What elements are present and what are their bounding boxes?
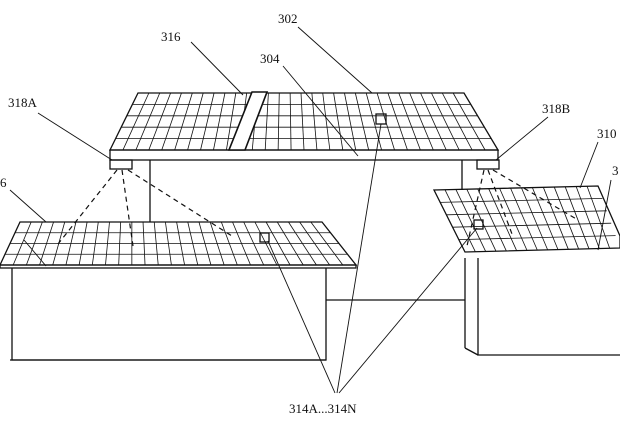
center-panel-grid xyxy=(115,92,492,151)
leader-302 xyxy=(297,26,373,94)
grid-line xyxy=(488,188,518,251)
grid-line xyxy=(532,187,559,250)
dash-318A-2 xyxy=(121,169,134,247)
grid-line xyxy=(398,92,421,151)
grid-line xyxy=(213,92,226,151)
reference-leaders xyxy=(9,26,612,267)
grid-line xyxy=(499,188,528,251)
grid-line xyxy=(161,92,182,151)
grid-line xyxy=(477,188,507,252)
grid-line xyxy=(311,92,318,151)
leader-314-left xyxy=(267,240,336,394)
grid-line xyxy=(322,92,331,151)
label-314: 314A...314N xyxy=(289,401,357,416)
grid-line xyxy=(300,92,305,151)
sensor-318A xyxy=(109,159,133,170)
reference-labels: 302 304 316 318A 318B 306 310 3 314A...3… xyxy=(0,11,619,416)
module-314-right xyxy=(473,219,484,230)
label-318B: 318B xyxy=(542,101,571,116)
grid-line xyxy=(542,187,569,250)
label-316: 316 xyxy=(161,29,181,44)
right-building xyxy=(432,185,620,356)
right-building-body xyxy=(477,258,620,356)
grid-line xyxy=(277,92,280,151)
center-base-beam xyxy=(109,149,499,161)
dash-318B-2 xyxy=(487,169,513,235)
leader-310 xyxy=(579,141,599,189)
grid-line xyxy=(564,186,590,249)
dash-318B-1 xyxy=(466,169,485,247)
grid-line xyxy=(510,187,538,251)
grid-line xyxy=(333,92,344,151)
leader-306 xyxy=(9,189,47,223)
grid-line xyxy=(187,92,204,151)
grid-line xyxy=(354,92,370,151)
grid-line xyxy=(365,92,382,151)
dash-318B-3 xyxy=(492,169,579,221)
grid-line xyxy=(440,198,603,203)
grid-line xyxy=(586,186,611,249)
leader-3-right xyxy=(597,179,612,251)
leader-318A xyxy=(37,112,113,161)
grid-line xyxy=(455,189,487,252)
grid-line xyxy=(452,92,486,151)
sensing-lines xyxy=(57,169,579,247)
grid-line xyxy=(441,92,473,151)
left-building xyxy=(0,221,358,361)
grid-line xyxy=(409,92,434,151)
grid-line xyxy=(289,92,292,151)
center-solar-panel xyxy=(108,92,500,151)
grid-line xyxy=(444,189,476,252)
grid-line xyxy=(458,235,616,240)
leader-314-right xyxy=(338,227,478,394)
right-building-corner xyxy=(464,347,479,356)
grid-line xyxy=(420,92,447,151)
label-3-right: 3 xyxy=(612,163,619,178)
grid-line xyxy=(148,92,171,151)
label-318A: 318A xyxy=(8,95,38,110)
leader-314-center xyxy=(336,123,382,394)
label-302: 302 xyxy=(278,11,298,26)
grid-line xyxy=(431,92,460,151)
leader-318B xyxy=(495,116,549,161)
grid-line xyxy=(553,186,580,250)
grid-line xyxy=(135,92,161,151)
leaders-314 xyxy=(267,123,478,394)
grid-line xyxy=(387,92,408,151)
right-panel-grid xyxy=(440,186,616,252)
label-310: 310 xyxy=(597,126,617,141)
leader-316 xyxy=(190,41,244,96)
label-306: 306 xyxy=(0,175,7,190)
sensor-318B xyxy=(476,159,500,170)
dash-318A-1 xyxy=(57,169,118,245)
right-solar-panel xyxy=(432,185,620,253)
grid-line xyxy=(344,92,357,151)
dash-318A-3 xyxy=(127,169,233,237)
grid-line xyxy=(521,187,549,251)
label-304: 304 xyxy=(260,51,280,66)
panel-strip-316 xyxy=(227,91,269,151)
grid-line xyxy=(226,92,237,151)
left-panel-grid xyxy=(5,221,348,266)
grid-line xyxy=(200,92,215,151)
grid-line xyxy=(452,222,612,228)
left-building-body xyxy=(11,268,327,361)
grid-line xyxy=(446,210,607,216)
grid-line xyxy=(264,92,269,151)
leader-306-b xyxy=(23,239,47,267)
leader-304 xyxy=(282,65,359,157)
module-314-left xyxy=(259,232,270,243)
grid-line xyxy=(174,92,193,151)
grid-line xyxy=(122,92,150,151)
grid-line xyxy=(575,186,600,249)
